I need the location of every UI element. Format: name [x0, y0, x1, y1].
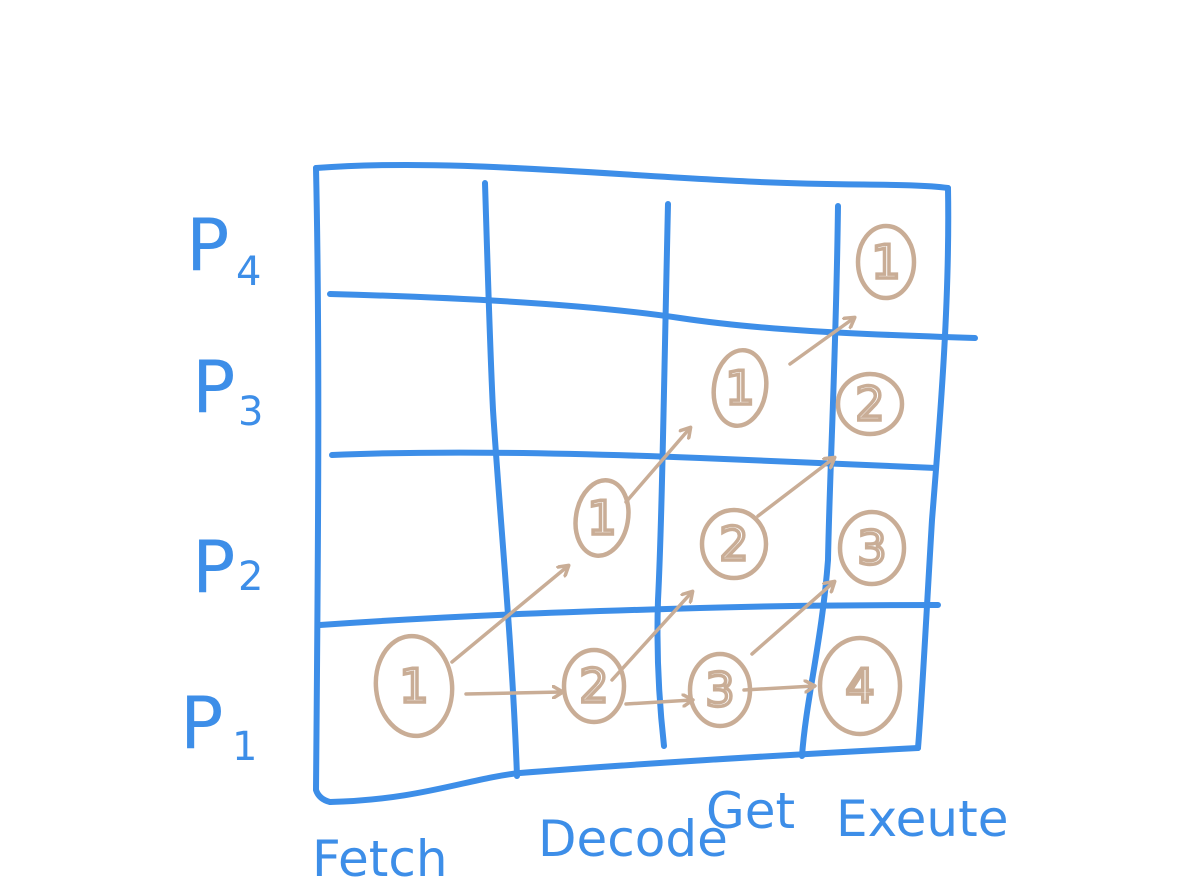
- column-label-execute: Exeute: [836, 790, 1008, 848]
- row-label-p2-letter: P: [192, 525, 235, 609]
- step-circle-p3-execute: 2: [835, 371, 905, 437]
- step-number-p2-decode: 1: [587, 491, 616, 545]
- step-number-p2-get: 2: [719, 517, 748, 571]
- pipeline-grid: [313, 161, 978, 805]
- step-number-p1-execute: 4: [845, 659, 874, 713]
- step-circle-p2-execute: 3: [837, 509, 907, 587]
- row-label-p2: P 2: [192, 525, 263, 609]
- grid-bottom-border: [327, 745, 921, 805]
- step-circle-p2-get: 2: [699, 507, 769, 581]
- step-circle-p2-decode: 1: [573, 478, 631, 558]
- row-label-p4: P 4: [186, 203, 261, 295]
- step-circle-p1-get: 3: [687, 651, 753, 729]
- step-number-p3-get: 1: [725, 361, 754, 415]
- row-label-p4-sub: 4: [236, 249, 261, 295]
- step-number-p4-execute: 1: [871, 235, 900, 289]
- step-number-p1-decode: 2: [579, 659, 608, 713]
- row-label-p1-letter: P: [180, 681, 223, 765]
- step-circle-p1-decode: 2: [561, 647, 627, 725]
- grid-divider-p3-p2: [329, 449, 939, 471]
- row-label-p3: P 3: [192, 345, 263, 435]
- arrow-p1-get-to-p2-execute: [750, 582, 834, 656]
- grid-left-border: [313, 165, 333, 805]
- step-number-p2-execute: 3: [857, 521, 886, 575]
- arrow-p1-get-to-execute: [742, 686, 814, 690]
- row-label-p4-letter: P: [186, 203, 229, 287]
- arrow-p2-get-to-p3-execute: [756, 458, 834, 518]
- grid-divider-p2-p1: [317, 602, 941, 628]
- arrow-p3-get-to-p4-execute: [788, 318, 854, 366]
- arrow-p1-fetch-to-p2-decode: [450, 566, 568, 664]
- grid-divider-decode-get: [654, 201, 671, 749]
- row-label-p1: P 1: [180, 681, 257, 770]
- row-label-p1-sub: 1: [232, 724, 257, 770]
- step-circles: 1 2 3 4 1 2 3 1: [373, 223, 917, 739]
- grid-divider-fetch-decode: [482, 180, 520, 779]
- step-circle-p1-fetch: 1: [373, 633, 455, 739]
- step-number-p3-execute: 2: [855, 377, 884, 431]
- row-label-p3-letter: P: [192, 345, 235, 429]
- step-arrows: [450, 318, 854, 704]
- step-number-p1-get: 3: [705, 663, 734, 717]
- grid-top-border: [313, 161, 951, 191]
- column-label-get: Get: [706, 782, 795, 840]
- column-label-decode: Decode: [538, 810, 728, 868]
- step-circle-p3-get: 1: [711, 347, 769, 429]
- grid-divider-p4-p3: [327, 291, 978, 341]
- row-label-p3-sub: 3: [238, 389, 263, 435]
- step-circle-p4-execute: 1: [855, 223, 917, 301]
- arrow-p2-decode-to-p3-get: [624, 428, 690, 504]
- column-labels: Fetch Decode Get Exeute: [312, 782, 1008, 888]
- grid-divider-get-execute: [799, 203, 841, 759]
- column-label-fetch: Fetch: [312, 830, 448, 888]
- step-circle-p1-execute: 4: [817, 635, 903, 737]
- grid-right-border: [915, 185, 952, 751]
- arrow-p1-decode-to-p2-get: [610, 592, 692, 682]
- row-label-p2-sub: 2: [238, 554, 263, 600]
- arrow-p1-fetch-to-decode: [464, 692, 562, 694]
- row-labels: P 4 P 3 P 2 P 1: [180, 203, 263, 770]
- step-number-p1-fetch: 1: [399, 659, 428, 713]
- arrow-p1-decode-to-get: [624, 700, 692, 704]
